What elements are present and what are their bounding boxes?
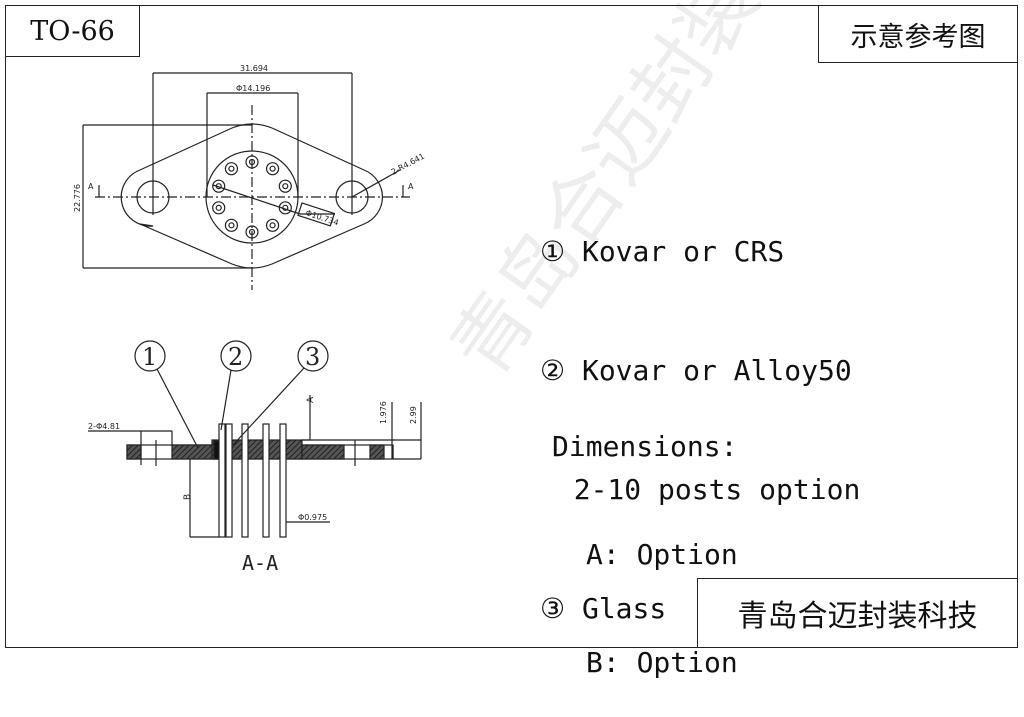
section-mark-right: A [408,182,414,191]
part-title: TO-66 [30,15,115,47]
dim-hole: 2-Φ4.81 [88,422,120,431]
legend-item: ① Kovar or CRS [540,232,860,271]
balloon-2: 2 [228,343,243,371]
section-view-labels: 2-Φ4.81 1.976 2.99 Φ0.975 A B 1 2 3 A-A [88,343,418,575]
post-circle [228,165,235,172]
dim-height: 22.776 [73,184,82,212]
post-circle [224,162,239,176]
legend-item: 2-10 posts option [540,470,861,509]
legend-text: Glass [581,592,667,625]
post-circle [269,165,276,172]
dim-t2: 2.99 [409,406,418,424]
legend-marker: ③ [540,592,566,625]
company-box: 青岛合迈封装科技 [697,578,1018,648]
post-circle [212,179,226,193]
dim-a-label: A [306,396,316,403]
dim-pin: Φ0.975 [298,513,327,522]
dim-t1: 1.976 [379,401,388,424]
post-circle [278,201,292,215]
dimension-b: B: Option [586,646,738,679]
post-circle [278,179,292,193]
legend-text: Kovar or CRS [581,235,785,268]
legend-text: 2-10 posts option [573,473,861,506]
dim-radius: 2-R4.641 [390,152,426,177]
post-circle [224,218,239,232]
dimension-a: A: Option [586,538,738,571]
balloon-3: 3 [305,343,320,371]
post-circle [212,201,226,215]
section-label: A-A [242,551,278,575]
post-circle [269,222,276,229]
drawing-frame [5,5,1018,648]
legend-marker: ② [540,354,566,387]
post-circle [265,162,280,176]
top-view-labels: 31.694 Φ14.196 22.776 2-R4.641 Φ10.734 A… [73,64,426,228]
title-box: TO-66 [5,5,140,57]
dimensions-block: Dimensions: A: Option B: Option [552,357,738,717]
flange-outline [120,123,384,269]
post-circle [282,183,289,190]
legend-item: ② Kovar or Alloy50 [540,351,860,390]
note-box: 示意参考图 [818,5,1018,63]
dim-width: 31.694 [240,64,268,73]
dim-b-label: B [183,494,193,500]
dim-pcd: Φ10.734 [304,208,339,227]
legend-marker: ① [540,235,566,268]
section-mark-left: A [88,182,94,191]
post-circle [228,222,235,229]
legend-item: ③ Glass [540,589,860,628]
section-view [88,340,422,538]
dim-body-dia: Φ14.196 [236,84,270,93]
top-view [82,72,410,290]
material-legend: ① Kovar or CRS ② Kovar or Alloy50 2-10 p… [540,152,860,668]
company-name: 青岛合迈封装科技 [737,599,978,634]
post-circle [215,204,222,211]
technical-drawing: 31.694 Φ14.196 22.776 2-R4.641 Φ10.734 A… [73,64,426,575]
post-circle [265,218,280,232]
dimensions-heading: Dimensions: [552,430,738,463]
balloon-1: 1 [142,343,157,371]
legend-text: Kovar or Alloy50 [581,354,852,387]
reference-note: 示意参考图 [850,21,986,53]
